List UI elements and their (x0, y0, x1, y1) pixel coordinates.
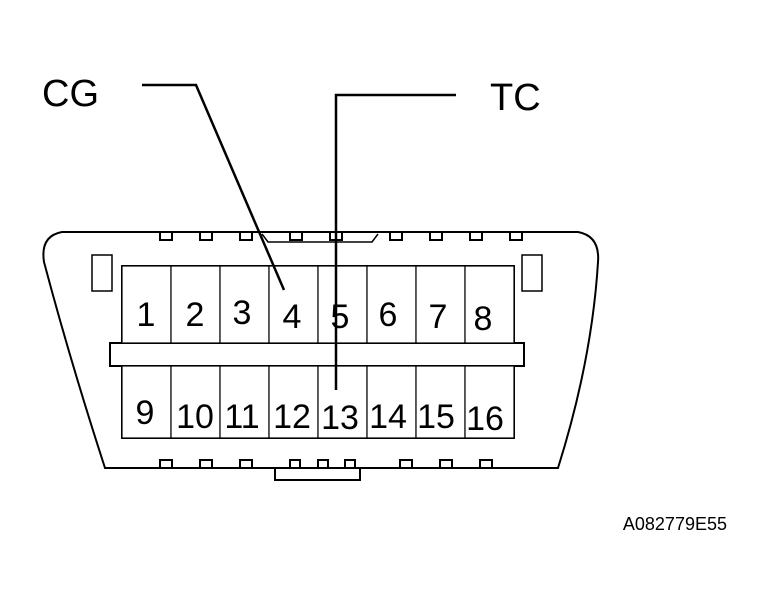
cg-leader-line (142, 83, 286, 291)
pin-cavity (415, 365, 466, 439)
pin-cavity (268, 265, 319, 344)
pin-label: 16 (466, 400, 504, 438)
center-divider (109, 342, 525, 367)
right-latch-slot (521, 254, 543, 292)
pin-label: 9 (136, 394, 155, 432)
pin-label: 7 (429, 298, 448, 336)
pin-label: 5 (331, 298, 350, 336)
pin-label: 12 (273, 398, 311, 436)
pin-cavity (219, 265, 270, 344)
tc-leader-line (334, 93, 456, 390)
bottom-key (274, 459, 361, 481)
pin-cavity (121, 365, 172, 439)
pin-cavity (170, 365, 221, 439)
pin-cavity (268, 365, 319, 439)
pin-cavity (464, 365, 515, 439)
pin-label: 3 (233, 294, 252, 332)
pin-cells (121, 265, 515, 439)
pin-label: 15 (417, 398, 455, 436)
pin-cavity (317, 265, 368, 344)
pin-label: 6 (379, 296, 398, 334)
pin-cavity (366, 265, 417, 344)
pin-label: 4 (283, 298, 302, 336)
pin-label: 2 (186, 296, 205, 334)
left-latch-slot (91, 254, 113, 292)
pin-label: 11 (224, 398, 259, 436)
top-key (261, 233, 379, 243)
pin-label: 10 (176, 398, 214, 436)
cg-label: CG (42, 73, 99, 115)
pin-cavity (366, 365, 417, 439)
pin-label: 13 (321, 399, 359, 437)
pin-label: 14 (369, 398, 407, 436)
pin-cavity (170, 265, 221, 344)
pin-cavity (415, 265, 466, 344)
figure-id: A082779E55 (623, 514, 727, 534)
pin-cavity (121, 265, 172, 344)
pin-cavity (317, 365, 368, 439)
pin-cavity (219, 365, 270, 439)
bottom-notches (159, 459, 493, 468)
pin-label: 1 (137, 296, 156, 334)
pin-cavity (464, 265, 515, 344)
pin-label: 8 (474, 300, 493, 338)
tc-label: TC (490, 77, 541, 119)
